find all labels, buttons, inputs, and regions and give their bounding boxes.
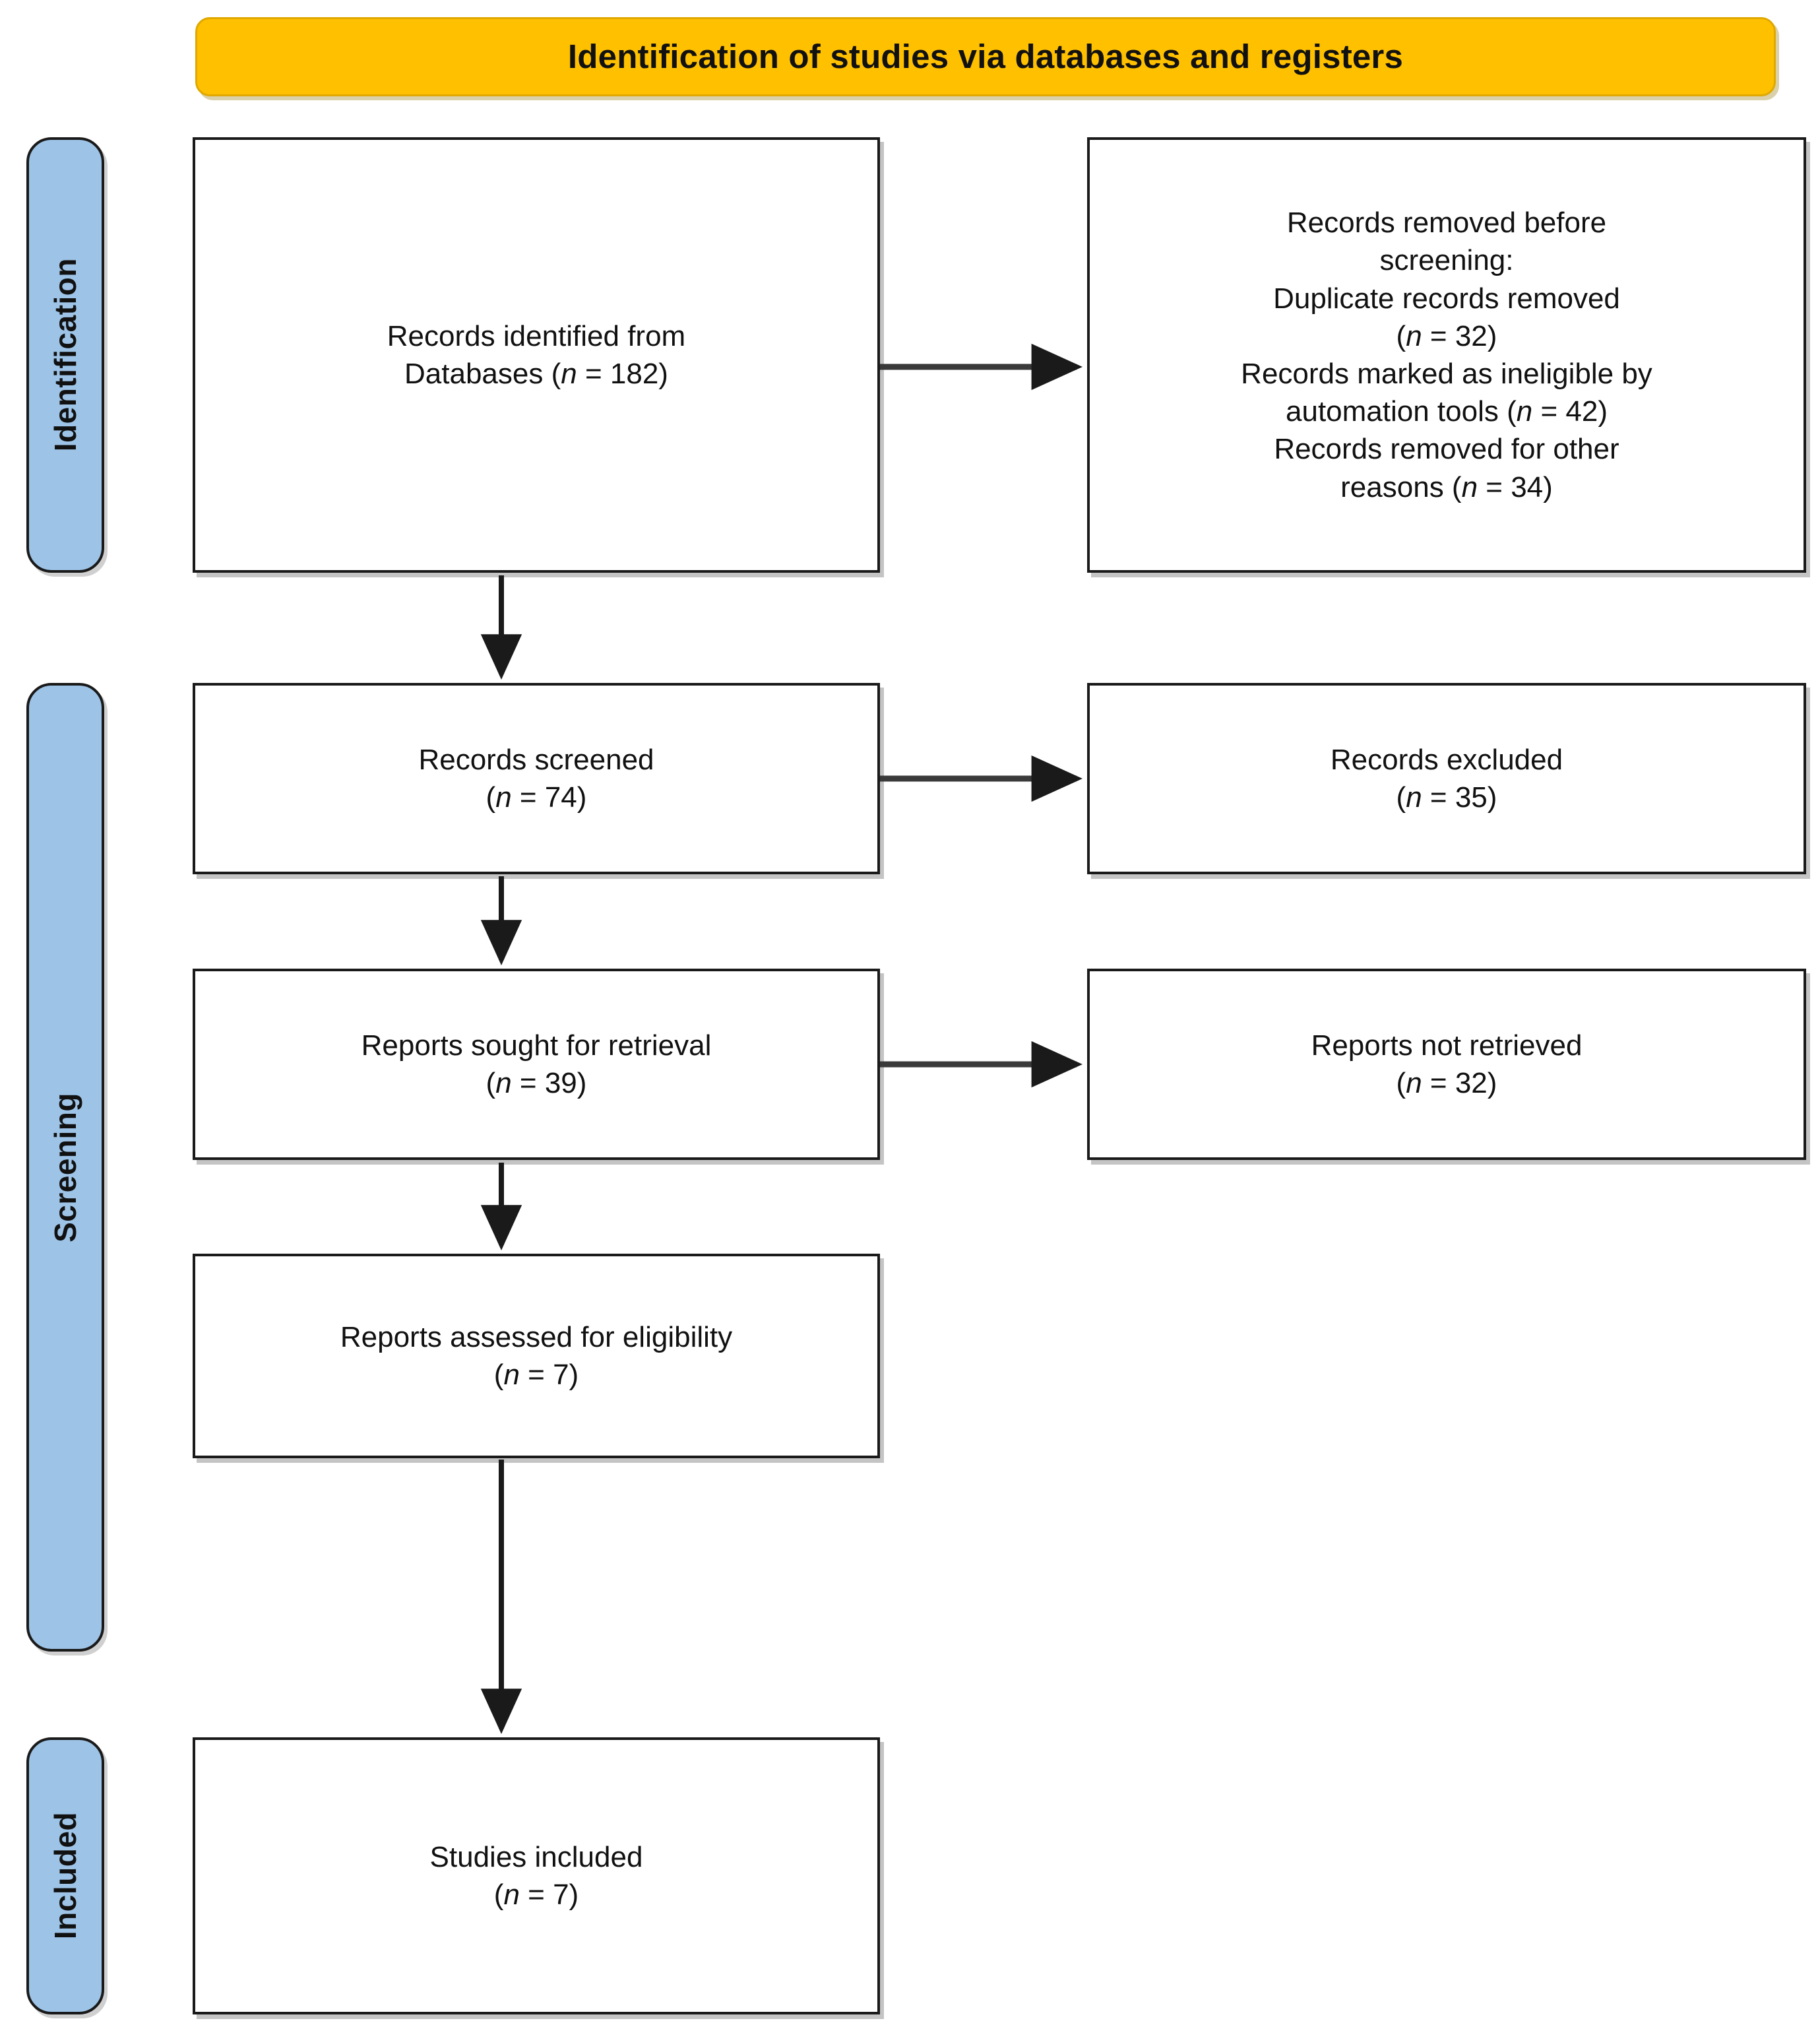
stage-label-identification: Identification <box>26 137 104 573</box>
node-records-screened-line2-prefix: ( <box>486 781 496 814</box>
node-reports-sought-text: Reports sought for retrieval (n = 39) <box>361 1027 712 1102</box>
node-records-removed-line6-n: n <box>1516 395 1533 428</box>
node-records-removed-line2: screening: <box>1379 244 1514 277</box>
node-records-excluded-line2-suffix: = 35) <box>1422 781 1497 814</box>
node-reports-sought-line2-prefix: ( <box>486 1067 496 1099</box>
node-records-excluded-line2-n: n <box>1406 781 1422 814</box>
node-studies-included-line2-prefix: ( <box>493 1879 504 1911</box>
node-reports-assessed: Reports assessed for eligibility (n = 7) <box>193 1254 880 1458</box>
node-records-removed-line1: Records removed before <box>1286 207 1607 240</box>
node-records-screened-line2-suffix: = 74) <box>511 781 587 814</box>
stage-label-screening: Screening <box>26 683 104 1652</box>
node-records-identified-line2-n: n <box>561 358 577 390</box>
node-reports-not-retrieved-line2-n: n <box>1406 1067 1422 1099</box>
node-records-excluded-line1: Records excluded <box>1330 743 1563 776</box>
node-studies-included: Studies included (n = 7) <box>193 1737 880 2014</box>
node-studies-included-line2-suffix: = 7) <box>519 1879 579 1911</box>
node-reports-sought-line1: Reports sought for retrieval <box>361 1029 712 1062</box>
node-reports-not-retrieved-line1: Reports not retrieved <box>1311 1029 1583 1062</box>
node-records-removed-line6-prefix: automation tools ( <box>1286 395 1517 428</box>
node-reports-not-retrieved-line2-prefix: ( <box>1396 1067 1406 1099</box>
node-reports-assessed-line2-prefix: ( <box>493 1359 504 1391</box>
node-studies-included-line1: Studies included <box>429 1840 643 1873</box>
node-reports-sought-line2-n: n <box>495 1067 512 1099</box>
node-records-removed-line5: Records marked as ineligible by <box>1241 358 1652 390</box>
node-records-removed-line6-suffix: = 42) <box>1532 395 1608 428</box>
node-records-removed-text: Records removed before screening: Duplic… <box>1241 204 1652 506</box>
node-reports-sought: Reports sought for retrieval (n = 39) <box>193 969 880 1160</box>
node-records-screened: Records screened (n = 74) <box>193 683 880 874</box>
stage-label-screening-text: Screening <box>48 1092 82 1242</box>
node-reports-sought-line2-suffix: = 39) <box>511 1067 587 1099</box>
node-records-removed-line8-suffix: = 34) <box>1478 470 1553 503</box>
node-records-removed-line8-n: n <box>1461 470 1478 503</box>
node-records-excluded: Records excluded (n = 35) <box>1087 683 1806 874</box>
node-reports-assessed-line1: Reports assessed for eligibility <box>340 1320 733 1353</box>
node-records-identified: Records identified from Databases (n = 1… <box>193 137 880 573</box>
node-records-removed-line4-prefix: ( <box>1396 319 1406 352</box>
node-records-identified-line2-prefix: Databases ( <box>404 358 561 390</box>
page-title: Identification of studies via databases … <box>567 37 1404 75</box>
node-reports-assessed-line2-n: n <box>503 1359 520 1391</box>
node-records-screened-line2-n: n <box>495 781 512 814</box>
node-reports-not-retrieved-text: Reports not retrieved (n = 32) <box>1311 1027 1583 1102</box>
node-reports-assessed-text: Reports assessed for eligibility (n = 7) <box>340 1318 732 1394</box>
diagram-header-banner: Identification of studies via databases … <box>195 17 1776 96</box>
node-records-screened-line1: Records screened <box>418 743 654 776</box>
node-records-screened-text: Records screened (n = 74) <box>418 741 654 816</box>
node-records-removed: Records removed before screening: Duplic… <box>1087 137 1806 573</box>
stage-label-included-text: Included <box>48 1812 82 1940</box>
node-records-removed-line7: Records removed for other <box>1274 433 1619 466</box>
node-records-removed-line3: Duplicate records removed <box>1273 282 1620 315</box>
node-records-excluded-text: Records excluded (n = 35) <box>1331 741 1563 816</box>
node-reports-not-retrieved-line2-suffix: = 32) <box>1422 1067 1497 1099</box>
node-records-excluded-line2-prefix: ( <box>1396 781 1406 814</box>
node-records-removed-line4-suffix: = 32) <box>1422 319 1497 352</box>
stage-label-included: Included <box>26 1737 104 2014</box>
node-records-removed-line4-n: n <box>1406 319 1422 352</box>
node-records-identified-line1: Records identified from <box>387 319 686 352</box>
node-records-removed-line8-prefix: reasons ( <box>1340 470 1462 503</box>
node-studies-included-line2-n: n <box>503 1879 520 1911</box>
node-studies-included-text: Studies included (n = 7) <box>430 1838 643 1914</box>
node-records-identified-text: Records identified from Databases (n = 1… <box>387 317 685 393</box>
node-records-identified-line2-suffix: = 182) <box>577 358 668 390</box>
node-reports-assessed-line2-suffix: = 7) <box>519 1359 579 1391</box>
stage-label-identification-text: Identification <box>48 258 82 452</box>
node-reports-not-retrieved: Reports not retrieved (n = 32) <box>1087 969 1806 1160</box>
